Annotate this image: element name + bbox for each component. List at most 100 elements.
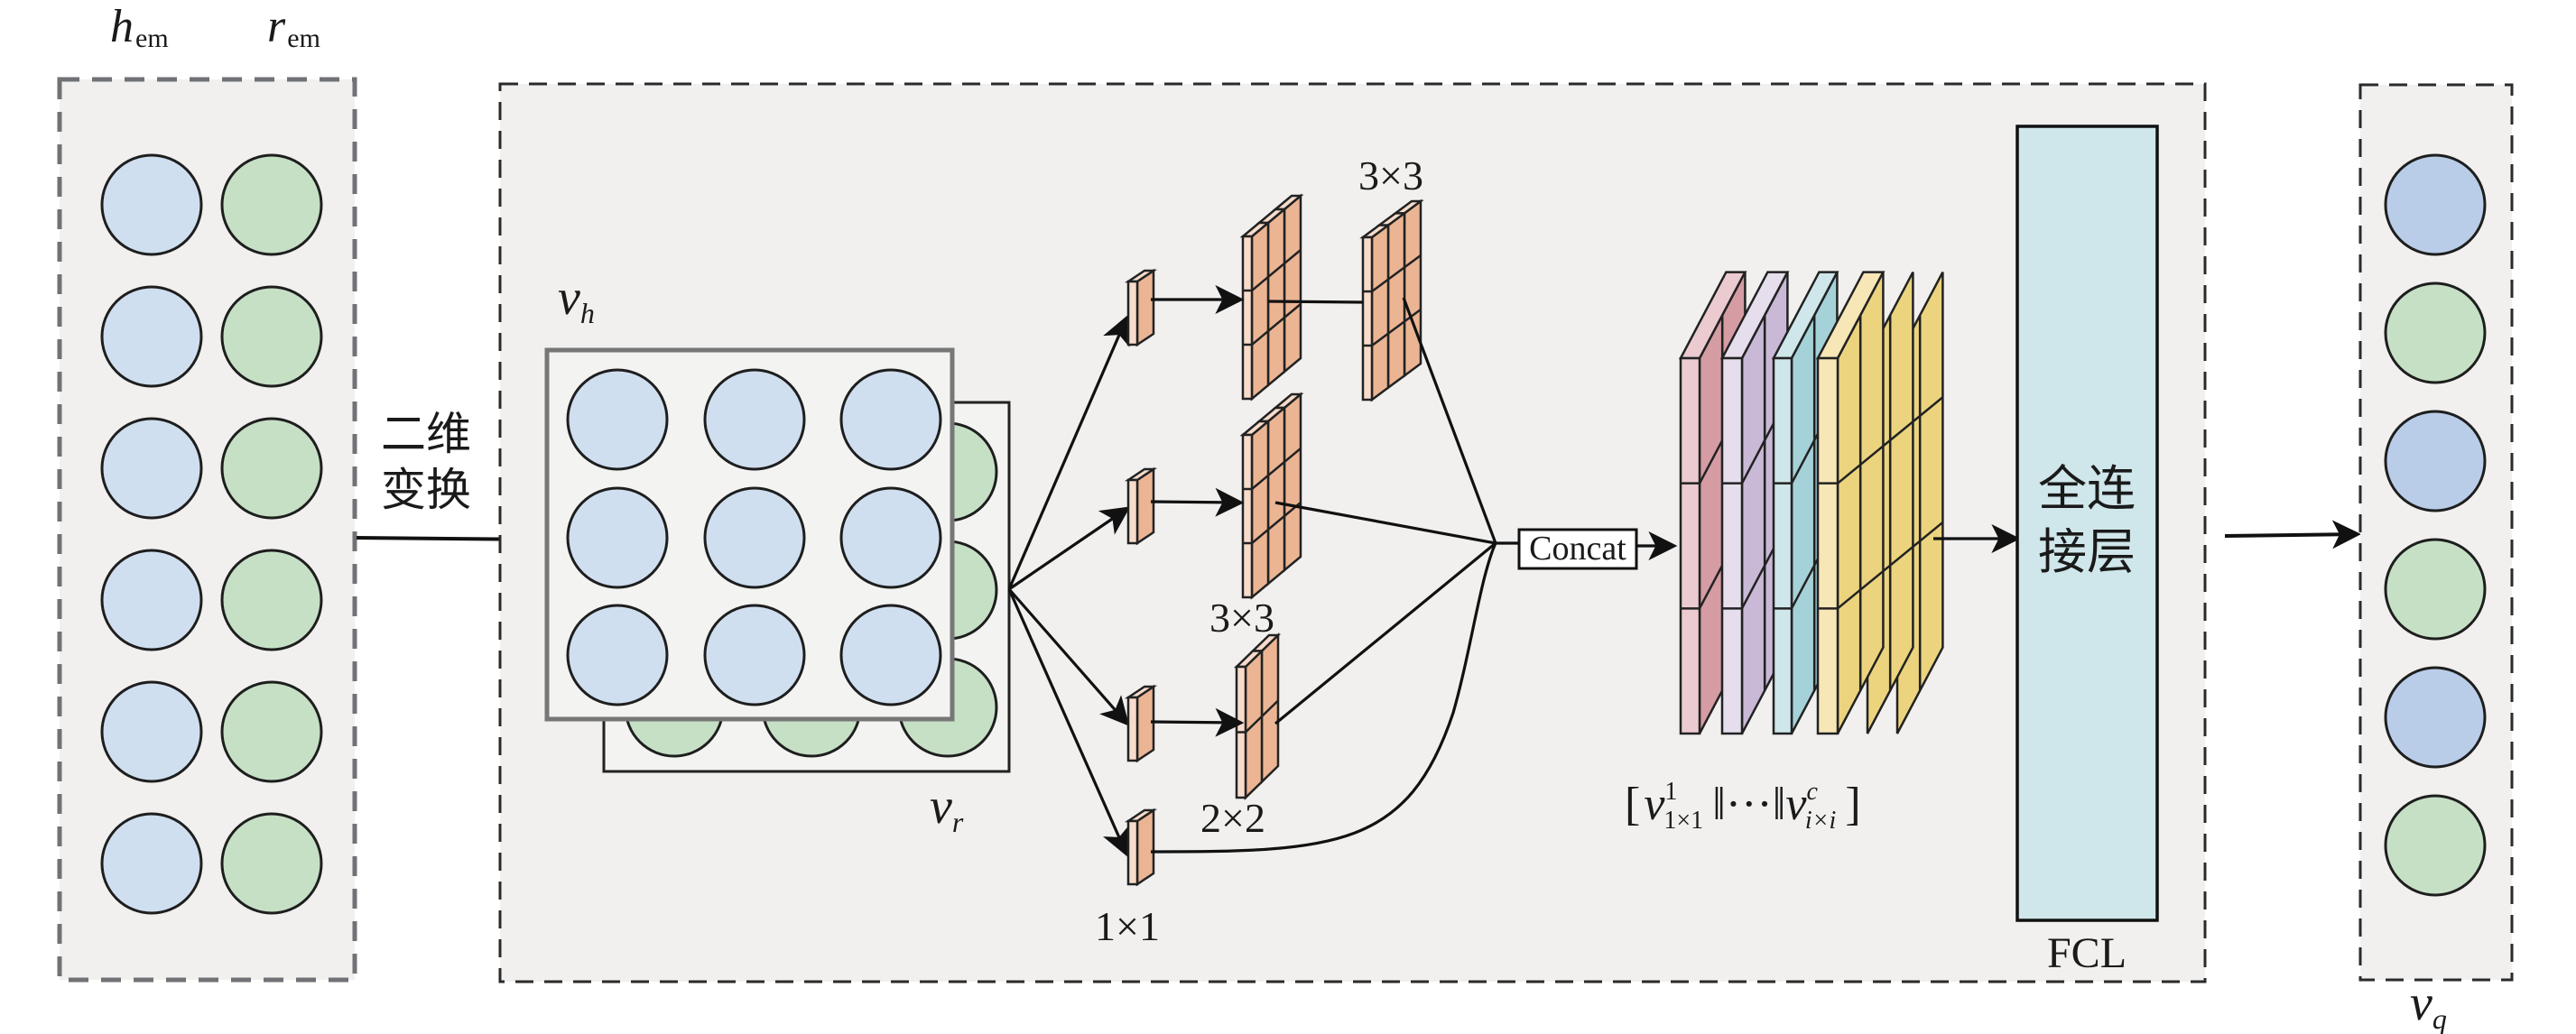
kernel-row-line: [1251, 448, 1302, 490]
kernel-column: [1135, 466, 1155, 546]
r-em-label: rem: [267, 1, 320, 53]
stack-dark-face: [1740, 314, 1766, 734]
fanout-arrows: [1007, 315, 1131, 857]
output-circle-green: [2384, 282, 2487, 384]
stack-front-face: [1772, 356, 1793, 735]
r-em-circle: [220, 153, 323, 256]
concat-label: Concat: [1529, 530, 1626, 568]
vq-label: vq: [2410, 975, 2447, 1034]
kernel-row-line: [1245, 699, 1279, 734]
output-circle-blue: [2384, 153, 2487, 256]
vh-circle: [839, 604, 942, 706]
input-panel: [57, 77, 357, 983]
kernel-front: [1126, 819, 1139, 886]
output-circle-blue: [2384, 666, 2487, 769]
stack-dark-face: [1836, 314, 1862, 734]
fcl-label-line2: 接层: [2038, 525, 2136, 579]
converge-lines: [1150, 297, 1519, 854]
transform-label-line2: 变换: [381, 465, 471, 515]
matrix-vh: [544, 347, 955, 722]
vh-circles: [566, 368, 942, 706]
fanout-arrow-3: [1007, 587, 1130, 726]
stack-front-face: [1720, 356, 1744, 735]
branch2-arrow: [1150, 487, 1245, 517]
branch3-arrow: [1150, 707, 1245, 737]
branch1-link: [1267, 300, 1364, 304]
kernel-label-2x2: 2×2: [1200, 795, 1265, 841]
vh-label: vh: [558, 270, 595, 329]
stack-dark-face: [1858, 272, 1885, 691]
h-em-label: hem: [110, 1, 169, 53]
vh-circle: [566, 604, 669, 706]
output-circles: [2384, 153, 2487, 897]
vh-circle: [703, 368, 806, 471]
stack-row-line: [1837, 521, 1944, 610]
kernel-column: [1386, 210, 1406, 391]
vh-circle: [839, 368, 942, 471]
stack-front-face: [1816, 356, 1839, 735]
vh-circle: [566, 486, 669, 589]
kernel-small-1: [1124, 268, 1158, 347]
converge-line-2: [1274, 501, 1496, 545]
kernel-column: [1135, 684, 1155, 763]
kernel-column: [1283, 193, 1302, 374]
fanout-arrow-1: [1007, 315, 1130, 590]
stack-dark-face: [1918, 272, 1944, 691]
kernel-small-4: [1124, 808, 1158, 887]
vh-circle: [703, 486, 806, 589]
kernel-column: [1266, 405, 1286, 586]
kernel-front: [1241, 235, 1254, 401]
r-em-circle: [220, 680, 323, 783]
h-em-circle: [100, 153, 203, 256]
vr-label: vr: [930, 779, 964, 838]
output-panel: [2358, 83, 2514, 982]
concat-box: Concat: [1517, 528, 1638, 570]
kernel-front: [1126, 478, 1139, 545]
kernel-label-mid: 3×3: [1209, 595, 1274, 641]
kernel-row-line: [1251, 502, 1302, 544]
kernel-column: [1283, 392, 1302, 573]
stack-dark-face: [1888, 272, 1914, 691]
kernel-row-line: [1251, 303, 1302, 346]
kernel-label-top: 3×3: [1358, 152, 1423, 198]
kernel-3x3-branch2: [1239, 392, 1304, 600]
converge-curve-4: [1150, 542, 1497, 854]
h-em-circle: [100, 285, 203, 388]
input-panel-border: [57, 77, 357, 983]
stack-row-line: [1837, 396, 1944, 485]
output-panel-border: [2358, 83, 2514, 982]
vh-circle: [703, 604, 806, 706]
kernel-column: [1250, 220, 1270, 402]
stack-front-face: [1679, 356, 1701, 735]
fcl-caption: FCL: [2047, 929, 2127, 977]
conv-kernels: [1124, 193, 1424, 887]
kernel-front: [1361, 235, 1374, 402]
kernel-2x2-branch3: [1233, 632, 1282, 800]
fcl-block: 全连 接层: [2015, 125, 2159, 922]
converge-line-3: [1274, 541, 1497, 725]
kernel-column: [1403, 198, 1422, 378]
kernel-3x3-branch1-b: [1359, 198, 1424, 402]
kernel-column: [1250, 419, 1270, 600]
kernel-column: [1135, 808, 1155, 887]
kernel-row-line: [1371, 308, 1422, 347]
kernel-small-2: [1124, 466, 1158, 546]
vh-circle: [566, 368, 669, 471]
r-em-circle: [220, 549, 323, 651]
output-arrow: [2224, 520, 2361, 549]
kernel-column: [1266, 207, 1286, 388]
kernel-front: [1241, 433, 1254, 599]
stack-dark-face: [1698, 314, 1724, 734]
kernel-label-1x1: 1×1: [1095, 903, 1160, 949]
kernel-3x3-branch1-a: [1239, 193, 1304, 402]
h-em-circle: [100, 680, 203, 783]
output-circle-green: [2384, 538, 2487, 641]
fcl-label-line1: 全连: [2038, 462, 2136, 516]
r-em-circle: [220, 812, 323, 915]
r-em-circle: [220, 417, 323, 520]
kernel-row-line: [1251, 249, 1302, 291]
input-embedding-circles: [100, 153, 323, 915]
kernel-front: [1126, 280, 1139, 346]
